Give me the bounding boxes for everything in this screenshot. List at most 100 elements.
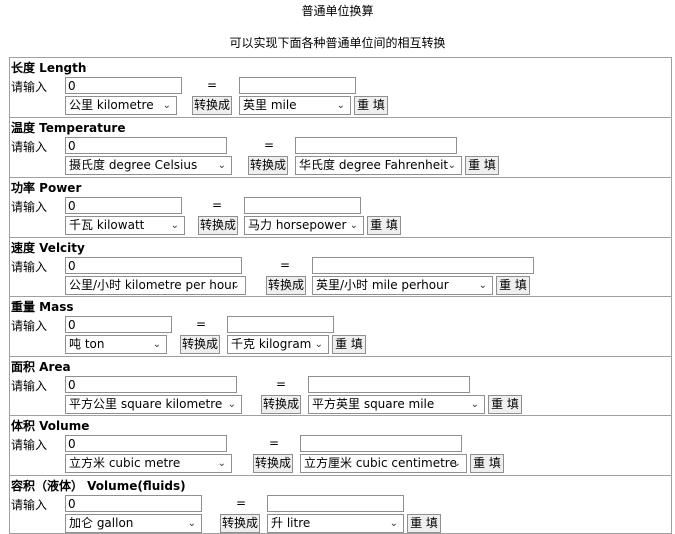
equals-sign: = [196, 317, 207, 331]
from-unit-select[interactable]: 摄氏度 degree Celsius⌄ [65, 156, 232, 175]
to-unit-select[interactable]: 平方英里 square mile ⌄ [308, 395, 485, 414]
to-unit-select[interactable]: 英里/小时 mile perhour⌄ [312, 276, 493, 295]
to-unit-label: 升 litre [271, 516, 311, 530]
value-input[interactable] [65, 137, 227, 154]
input-prompt-label: 请输入 [11, 438, 48, 452]
reset-button[interactable]: 重 填 [470, 454, 504, 473]
page-subtitle: 可以实现下面各种普通单位间的相互转换 [229, 36, 446, 50]
chevron-down-icon: ⌄ [170, 220, 179, 231]
to-unit-label: 千克 kilogram [231, 337, 312, 351]
to-unit-select[interactable]: 英里 mile⌄ [239, 96, 351, 115]
result-output[interactable] [300, 435, 462, 452]
to-unit-label: 华氏度 degree Fahrenheit [299, 158, 449, 172]
value-input[interactable] [65, 435, 227, 452]
input-prompt-label: 请输入 [11, 319, 48, 333]
from-unit-label: 立方米 cubic metre [69, 456, 181, 470]
convert-button[interactable]: 转换成 [198, 216, 238, 235]
from-unit-select[interactable]: 吨 ton ⌄ [65, 335, 167, 354]
value-input[interactable] [65, 376, 237, 393]
section-title: 面积 Area [11, 360, 71, 374]
reset-button[interactable]: 重 填 [367, 216, 401, 235]
input-prompt-label: 请输入 [11, 498, 48, 512]
chevron-down-icon: ⌄ [314, 339, 323, 350]
equals-sign: = [212, 198, 223, 212]
chevron-down-icon: ⌄ [227, 399, 236, 410]
convert-button[interactable]: 转换成 [192, 96, 232, 115]
input-prompt-label: 请输入 [11, 379, 48, 393]
from-unit-label: 公里/小时 kilometre per hour [69, 278, 237, 292]
equals-sign: = [276, 377, 287, 391]
to-unit-select[interactable]: 升 litre ⌄ [267, 514, 404, 533]
equals-sign: = [264, 138, 275, 152]
from-unit-select[interactable]: 平方公里 square kilometre⌄ [65, 395, 242, 414]
from-unit-select[interactable]: 加仑 gallon⌄ [65, 514, 202, 533]
to-unit-select[interactable]: 马力 horsepower⌄ [244, 216, 364, 235]
to-unit-label: 马力 horsepower [248, 218, 347, 232]
section-volume-fluids: 容积（液体） Volume(fluids)请输入=加仑 gallon⌄转换成升 … [10, 476, 671, 533]
input-prompt-label: 请输入 [11, 200, 48, 214]
convert-button[interactable]: 转换成 [220, 514, 260, 533]
reset-button[interactable]: 重 填 [496, 276, 530, 295]
chevron-down-icon: ⌄ [336, 100, 345, 111]
convert-button[interactable]: 转换成 [253, 454, 293, 473]
chevron-down-icon: ⌄ [349, 220, 358, 231]
from-unit-select[interactable]: 立方米 cubic metre⌄ [65, 454, 232, 473]
value-input[interactable] [65, 77, 182, 94]
convert-button[interactable]: 转换成 [248, 156, 288, 175]
from-unit-label: 吨 ton [69, 337, 105, 351]
from-unit-label: 千瓦 kilowatt [69, 218, 145, 232]
result-output[interactable] [295, 137, 457, 154]
reset-button[interactable]: 重 填 [407, 514, 441, 533]
value-input[interactable] [65, 316, 172, 333]
reset-button[interactable]: 重 填 [332, 335, 366, 354]
to-unit-label: 英里/小时 mile perhour [316, 278, 449, 292]
to-unit-select[interactable]: 华氏度 degree Fahrenheit⌄ [295, 156, 462, 175]
convert-button[interactable]: 转换成 [266, 276, 306, 295]
value-input[interactable] [65, 495, 202, 512]
to-unit-label: 平方英里 square mile [312, 397, 435, 411]
value-input[interactable] [65, 197, 182, 214]
chevron-down-icon: ⌄ [470, 399, 479, 410]
result-output[interactable] [312, 257, 534, 274]
reset-button[interactable]: 重 填 [354, 96, 388, 115]
convert-button[interactable]: 转换成 [180, 335, 220, 354]
from-unit-label: 摄氏度 degree Celsius [69, 158, 198, 172]
section-title: 长度 Length [11, 61, 87, 75]
from-unit-label: 公里 kilometre [69, 98, 154, 112]
equals-sign: = [207, 78, 218, 92]
page-title: 普通单位换算 [301, 4, 374, 18]
section-title: 体积 Volume [11, 419, 90, 433]
from-unit-select[interactable]: 公里/小时 kilometre per hour⌄ [65, 276, 246, 295]
equals-sign: = [236, 496, 247, 510]
section-title: 功率 Power [11, 181, 82, 195]
chevron-down-icon: ⌄ [452, 458, 461, 469]
result-output[interactable] [239, 77, 356, 94]
to-unit-select[interactable]: 立方厘米 cubic centimetre⌄ [300, 454, 467, 473]
from-unit-select[interactable]: 公里 kilometre ⌄ [65, 96, 177, 115]
convert-button[interactable]: 转换成 [261, 395, 301, 414]
section-title: 重量 Mass [11, 300, 74, 314]
result-output[interactable] [227, 316, 334, 333]
from-unit-select[interactable]: 千瓦 kilowatt ⌄ [65, 216, 185, 235]
input-prompt-label: 请输入 [11, 260, 48, 274]
result-output[interactable] [267, 495, 404, 512]
equals-sign: = [269, 436, 280, 450]
to-unit-select[interactable]: 千克 kilogram⌄ [227, 335, 329, 354]
value-input[interactable] [65, 257, 242, 274]
reset-button[interactable]: 重 填 [465, 156, 499, 175]
chevron-down-icon: ⌄ [162, 100, 171, 111]
chevron-down-icon: ⌄ [152, 339, 161, 350]
reset-button[interactable]: 重 填 [488, 395, 522, 414]
chevron-down-icon: ⌄ [389, 518, 398, 529]
section-area: 面积 Area 请输入 = 平方公里 square kilometre⌄ 转换成平方英里… [10, 357, 671, 416]
section-title: 速度 Velcity [11, 241, 85, 255]
result-output[interactable] [244, 197, 361, 214]
result-output[interactable] [308, 376, 470, 393]
